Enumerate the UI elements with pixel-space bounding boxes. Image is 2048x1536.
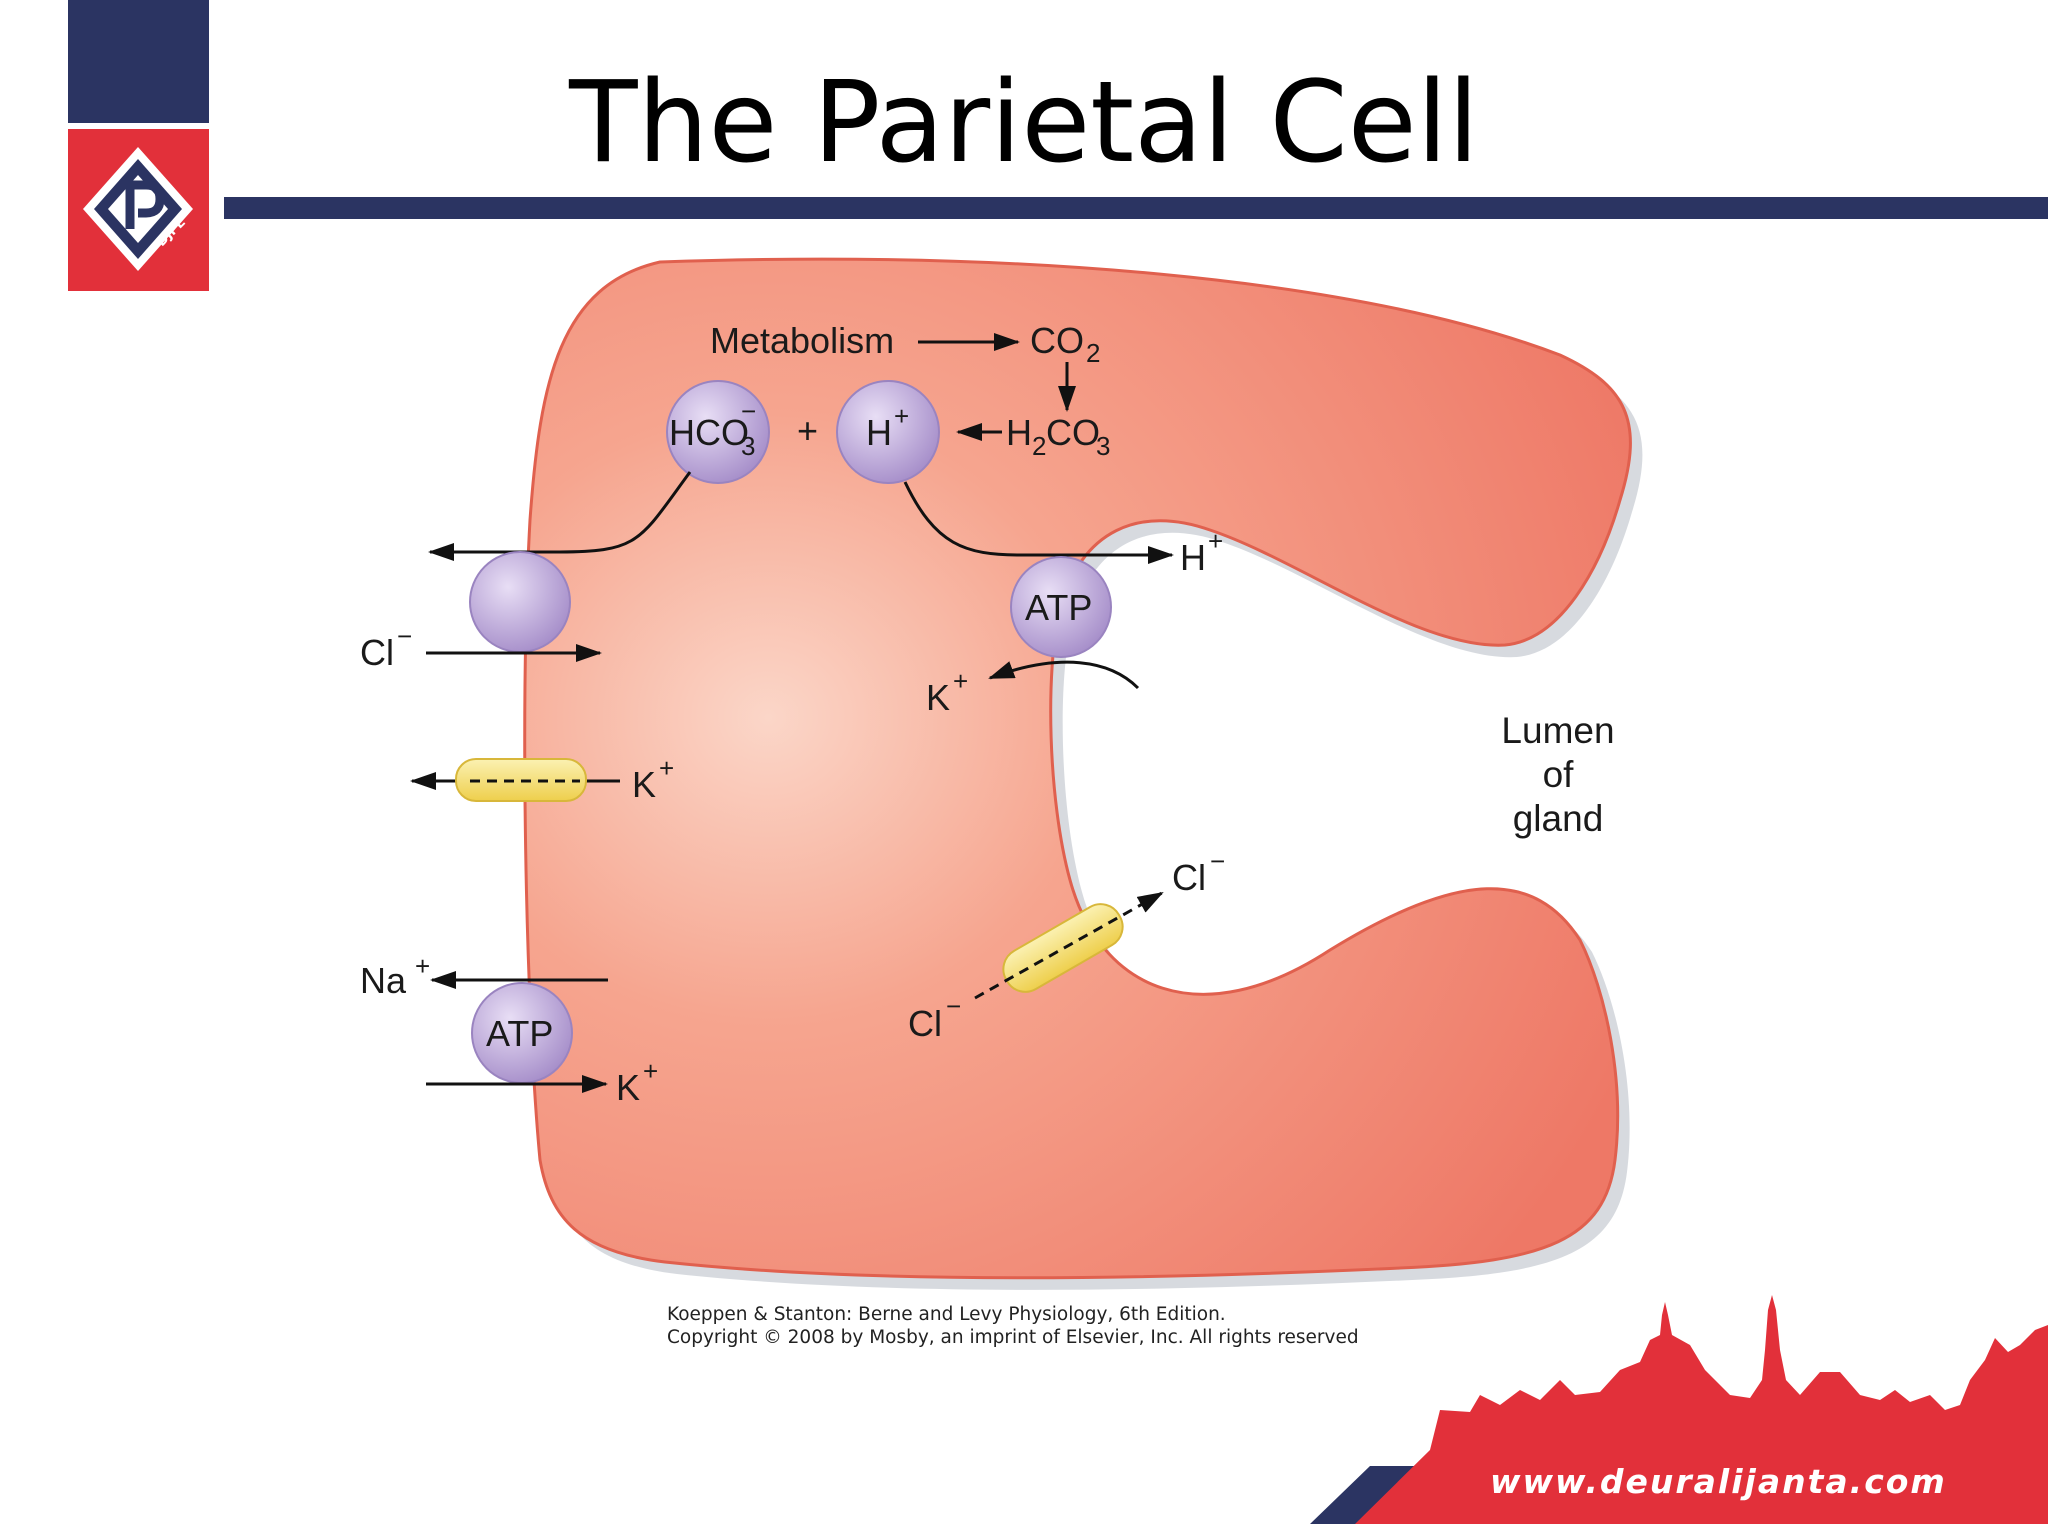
h-ion-molecule	[836, 380, 940, 484]
citation-line-2: Copyright © 2008 by Mosby, an imprint of…	[667, 1327, 1359, 1348]
k-channel-label: K	[632, 764, 656, 805]
cl-out-superscript: −	[1210, 846, 1225, 876]
h-out-label: H	[1180, 537, 1206, 578]
h2co3-sub2: 3	[1096, 431, 1110, 461]
cl-out-label: Cl	[1172, 857, 1206, 898]
lumen-label-line2: of	[1543, 754, 1575, 795]
hco3-molecule	[666, 380, 770, 484]
cl-basal-label: Cl	[360, 632, 394, 673]
co2-subscript: 2	[1086, 338, 1100, 368]
footer-red-skyline	[1355, 1295, 2048, 1524]
footer-url[interactable]: www.deuralijanta.com	[1490, 1462, 1947, 1501]
citation-line-1: Koeppen & Stanton: Berne and Levy Physio…	[667, 1304, 1226, 1325]
na-superscript: +	[415, 951, 430, 981]
lumen-label-line1: Lumen	[1501, 710, 1614, 751]
plus-sign: +	[797, 410, 818, 451]
h-ion-superscript: +	[894, 401, 909, 431]
k-reentry-arrow	[988, 660, 1140, 690]
atp-basal-label: ATP	[486, 1013, 553, 1054]
hco3-exit-arrow	[428, 471, 692, 561]
hco3-label: HCO	[669, 412, 749, 453]
h2co3-sub1: 2	[1032, 431, 1046, 461]
h-out-superscript: +	[1208, 526, 1223, 556]
k-channel-superscript: +	[659, 753, 674, 783]
figure-citation: Koeppen & Stanton: Berne and Levy Physio…	[667, 1303, 1359, 1349]
cl-in-label: Cl	[908, 1003, 942, 1044]
metabolism-label: Metabolism	[710, 320, 894, 361]
h-secretion-arrow	[903, 481, 1174, 564]
footer-navy-stripe	[1310, 1466, 1418, 1524]
apical-atpase-pump	[1010, 556, 1112, 658]
k-basal-label: K	[616, 1067, 640, 1108]
slide-title: The Parietal Cell	[569, 58, 1479, 188]
lumen-label-line3: gland	[1513, 798, 1604, 839]
logo-navy-block	[68, 0, 209, 123]
k-apical-label: K	[926, 677, 950, 718]
cl-in-superscript: −	[946, 991, 961, 1021]
djpl-logo-icon: DJPL	[83, 147, 193, 271]
hco3-subscript: 3	[741, 431, 755, 461]
cl-secretion-arrow	[974, 891, 1164, 1000]
hco3-superscript: −	[741, 396, 756, 426]
atp-apical-label: ATP	[1025, 587, 1092, 628]
parietal-cell-body	[523, 257, 1632, 1280]
k-apical-superscript: +	[953, 666, 968, 696]
cl-basal-superscript: −	[397, 621, 412, 651]
h2co3-co: CO	[1046, 412, 1100, 453]
co2-label: CO	[1030, 320, 1084, 361]
h2co3-h: H	[1006, 412, 1032, 453]
title-underline-bar	[224, 197, 2048, 219]
k-basal-superscript: +	[643, 1056, 658, 1086]
na-label: Na	[360, 960, 407, 1001]
h-ion-label: H	[866, 412, 892, 453]
